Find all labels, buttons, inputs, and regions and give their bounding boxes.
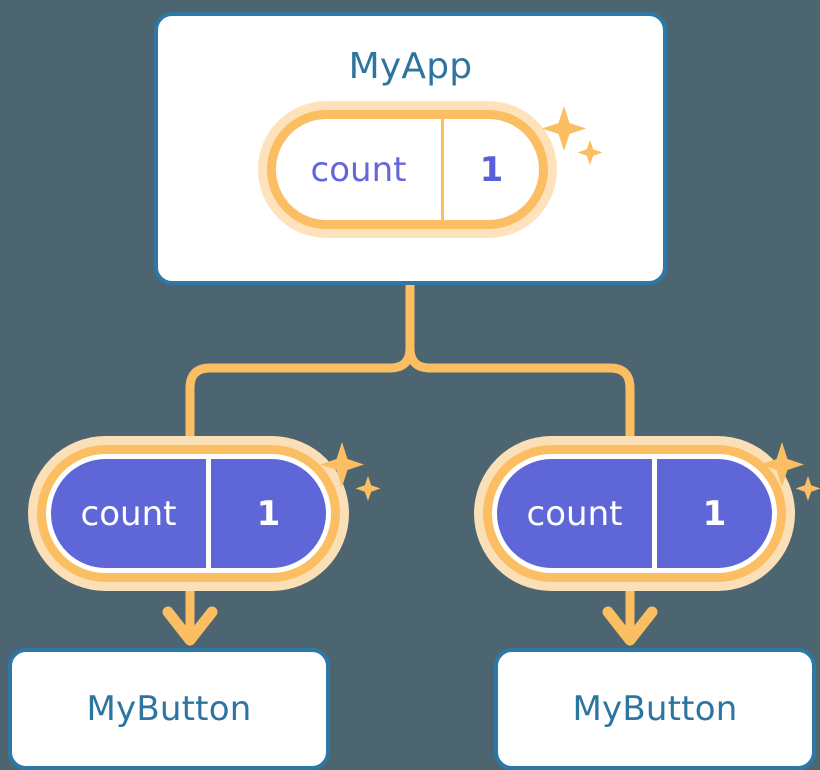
arrow-down-icon-right	[602, 567, 658, 646]
state-value-label: 1	[702, 493, 727, 534]
state-value-label: 1	[256, 493, 281, 534]
state-pill-root-body[interactable]: count 1	[267, 110, 548, 229]
page-title: MyApp	[348, 46, 473, 87]
state-value-label: 1	[479, 149, 504, 190]
state-key-label: count	[497, 459, 657, 568]
component-label: MyButton	[86, 689, 252, 729]
state-key-label: count	[51, 459, 211, 568]
arrow-down-icon-left	[162, 567, 218, 646]
connector-tree-path-right	[405, 280, 635, 461]
component-card-mybutton-left[interactable]: MyButton	[8, 648, 330, 770]
state-pill-child-left[interactable]: count 1	[46, 454, 331, 573]
component-label: MyButton	[572, 689, 738, 729]
connector-tree-path	[185, 280, 415, 461]
state-pill-child-left-body[interactable]: count 1	[46, 454, 331, 573]
state-key-label: count	[276, 119, 444, 220]
state-pill-child-right[interactable]: count 1	[492, 454, 777, 573]
state-pill-child-right-body[interactable]: count 1	[492, 454, 777, 573]
component-card-mybutton-right[interactable]: MyButton	[494, 648, 816, 770]
state-pill-root[interactable]: count 1	[267, 110, 548, 229]
